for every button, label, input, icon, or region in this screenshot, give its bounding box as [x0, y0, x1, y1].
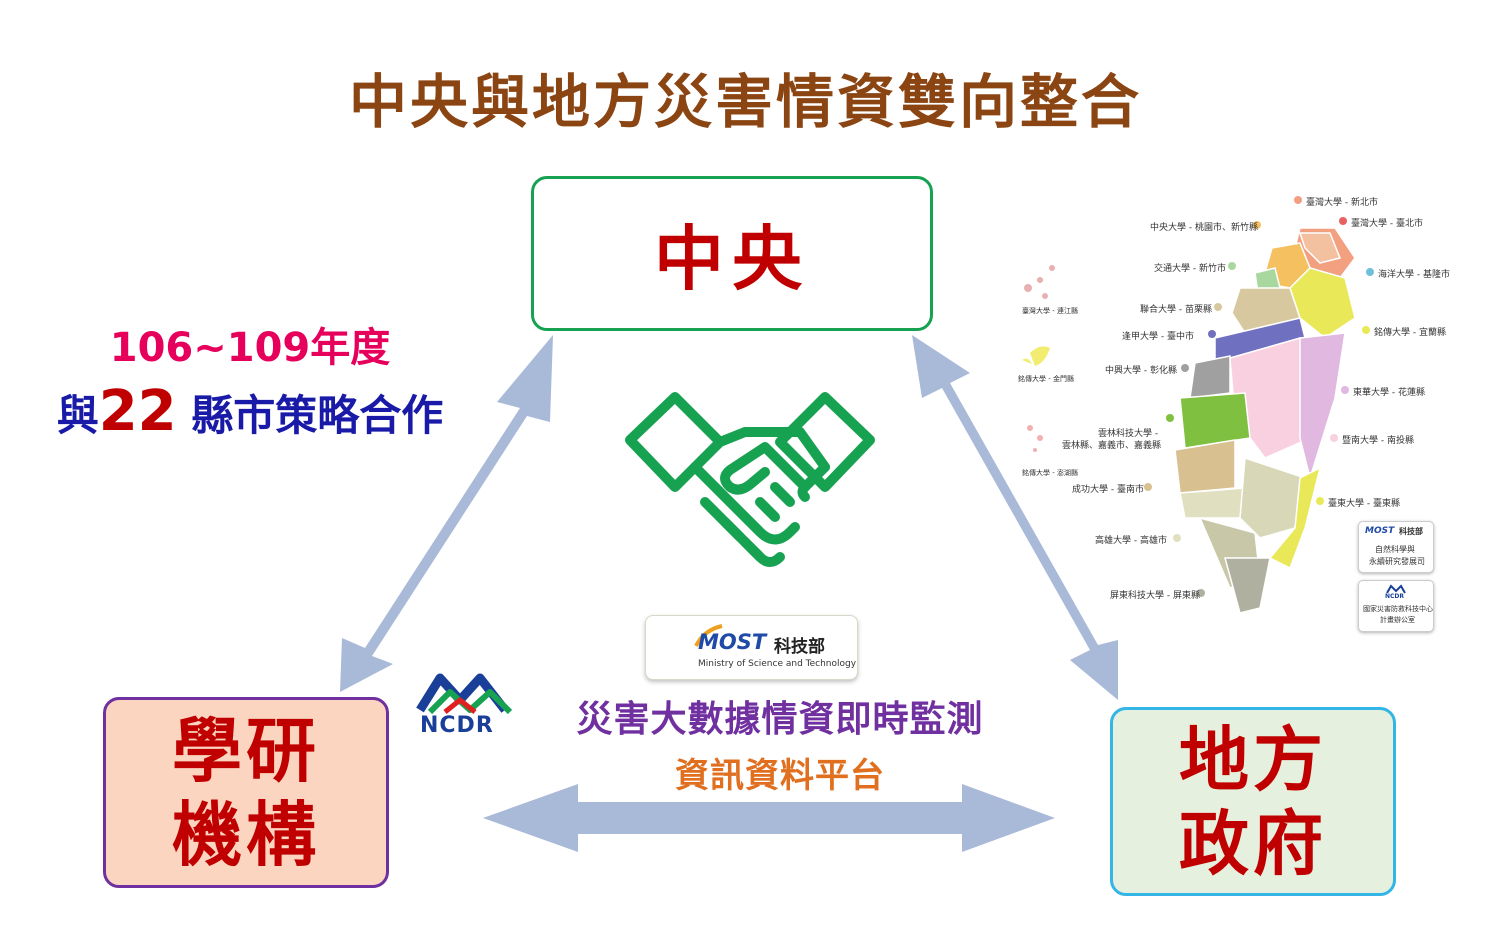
map-label-left: 雲林科技大學 -: [1098, 429, 1159, 439]
map-label-right: 銘傳大學 - 宜蘭縣: [1374, 328, 1446, 338]
map-label-left: 逢甲大學 - 臺中市: [1122, 332, 1194, 342]
map-label-left: 交通大學 - 新竹市: [1154, 264, 1226, 274]
map-ncdr-line1: 國家災害防救科技中心: [1363, 605, 1433, 613]
map-label-left: 中央大學 - 桃園市、新竹縣: [1150, 223, 1258, 233]
academic-box: 學研 機構: [103, 697, 389, 888]
label-dots: [1144, 196, 1374, 597]
right-double-arrow: [912, 335, 1118, 700]
local-label-line1: 地方: [1179, 718, 1327, 801]
ncdr-text: NCDR: [420, 713, 494, 738]
platform-title: 災害大數據情資即時監測: [576, 699, 984, 740]
map-label-right: 臺灣大學 - 新北市: [1306, 198, 1378, 208]
academic-label-line2: 機構: [172, 793, 320, 876]
map-most-badge: MOST 科技部 自然科學與 永續研究發展司: [1358, 521, 1434, 573]
most-logo-badge: MOST 科技部 Ministry of Science and Technol…: [645, 615, 858, 680]
outlying-islands: [1022, 265, 1055, 452]
map-label-left: 屏東科技大學 - 屏東縣: [1110, 591, 1200, 601]
taiwan-map-shape: [1022, 196, 1374, 614]
handshake-icon: [625, 392, 875, 567]
map-ncdr-badge: NCDR 國家災害防救科技中心 計畫辦公室: [1358, 580, 1434, 632]
map-label-left: 中興大學 - 彰化縣: [1105, 366, 1177, 376]
map-label-left: 成功大學 - 臺南市: [1072, 485, 1144, 495]
local-label-line2: 政府: [1179, 802, 1327, 885]
cooperation-text: 106~109年度 與22 縣市策略合作: [20, 315, 480, 444]
map-label-right: 暨南大學 - 南投縣: [1342, 436, 1414, 446]
platform-subtitle: 資訊資料平台: [675, 756, 885, 796]
map-label-left: 雲林縣、嘉義市、嘉義縣: [1062, 441, 1162, 451]
map-label-left: 高雄大學 - 高雄市: [1095, 536, 1167, 546]
map-label-right: 臺東大學 - 臺東縣: [1328, 499, 1400, 509]
most-logo-icon: [694, 624, 723, 647]
map-ncdr-line2: 計畫辦公室: [1380, 616, 1415, 624]
ncdr-mountain-icon: [416, 673, 513, 715]
island-regions: [1174, 227, 1356, 614]
central-label: 中央: [654, 218, 810, 300]
cooperation-count: 22: [98, 379, 177, 444]
map-island-label: 銘傳大學 - 金門縣: [1018, 375, 1074, 383]
map-island-label: 銘傳大學 - 澎湖縣: [1022, 469, 1078, 477]
most-abbr: MOST: [698, 630, 767, 654]
bottom-double-arrow: [483, 784, 1055, 852]
map-label-right: 東華大學 - 花蓮縣: [1353, 388, 1425, 398]
cooperation-prefix: 與: [56, 391, 99, 440]
ncdr-logo: NCDR: [415, 670, 515, 738]
central-box: 中央: [531, 176, 933, 331]
cooperation-suffix: 縣市策略合作: [176, 391, 444, 440]
map-label-left: 聯合大學 - 苗栗縣: [1140, 305, 1212, 315]
map-island-label: 臺灣大學 - 連江縣: [1022, 307, 1078, 315]
page-title: 中央與地方災害情資雙向整合: [348, 68, 1142, 136]
left-double-arrow: [340, 335, 553, 692]
academic-label-line1: 學研: [172, 709, 320, 792]
most-chinese-name: 科技部: [774, 637, 825, 657]
map-label-right: 臺灣大學 - 臺北市: [1351, 219, 1423, 229]
cooperation-line: 與22 縣市策略合作: [20, 379, 480, 444]
map-most-dept-line1: 自然科學與: [1375, 545, 1415, 554]
cooperation-years: 106~109年度: [109, 325, 391, 371]
map-label-right: 海洋大學 - 基隆市: [1378, 270, 1450, 280]
map-ncdr-abbr: NCDR: [1385, 593, 1405, 600]
map-most-dept-line2: 永續研究發展司: [1369, 557, 1425, 566]
taiwan-partnership-map: 臺灣大學 - 連江縣 銘傳大學 - 金門縣 銘傳大學 - 澎湖縣 中央大學 - …: [1000, 188, 1480, 638]
map-most-abbr: MOST: [1365, 526, 1395, 536]
most-english-name: Ministry of Science and Technology: [698, 659, 857, 669]
map-ncdr-icon: [1386, 584, 1406, 594]
map-most-org: 科技部: [1399, 527, 1423, 536]
local-government-box: 地方 政府: [1110, 707, 1396, 896]
